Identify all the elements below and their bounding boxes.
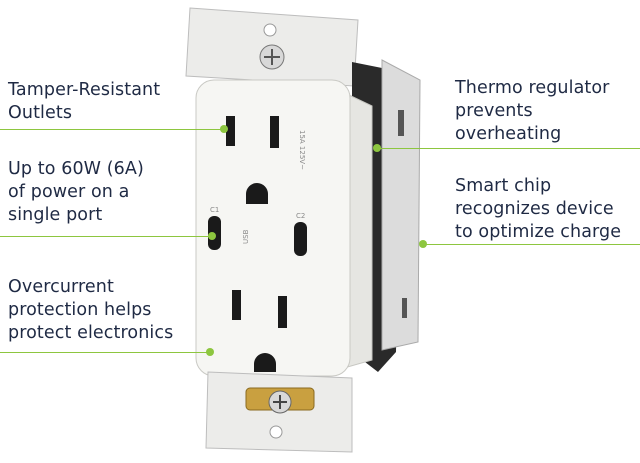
upper-outlet bbox=[226, 116, 279, 204]
callout-thermo-regulator: Thermo regulator prevents overheating bbox=[455, 78, 610, 144]
port-label-c1: C1 bbox=[210, 206, 219, 214]
leader-dot-tamper bbox=[220, 125, 228, 133]
leader-dot-power bbox=[208, 232, 216, 240]
port-label-c2: C2 bbox=[296, 212, 305, 220]
top-screw bbox=[259, 23, 285, 70]
callout-power: Up to 60W (6A) of power on a single port bbox=[8, 159, 144, 225]
leader-line-overcurrent bbox=[0, 352, 210, 353]
ground-terminal-screw bbox=[245, 387, 315, 439]
leader-dot-overcurrent bbox=[206, 348, 214, 356]
callout-overcurrent: Overcurrent protection helps protect ele… bbox=[8, 277, 174, 343]
side-metal-panel bbox=[381, 59, 421, 351]
usb-mark: USB bbox=[242, 229, 250, 244]
side-slot bbox=[398, 110, 404, 136]
leader-line-thermo bbox=[377, 148, 640, 149]
callout-smart-chip: Smart chip recognizes device to optimize… bbox=[455, 176, 622, 242]
leader-line-smartchip bbox=[423, 244, 640, 245]
lower-outlet bbox=[232, 290, 287, 372]
leader-line-power bbox=[0, 236, 212, 237]
face-marking-top: 15A 125V~ bbox=[298, 130, 306, 170]
callout-tamper-resistant: Tamper-Resistant Outlets bbox=[8, 80, 161, 123]
leader-line-tamper bbox=[0, 129, 224, 130]
side-slot bbox=[402, 298, 407, 318]
